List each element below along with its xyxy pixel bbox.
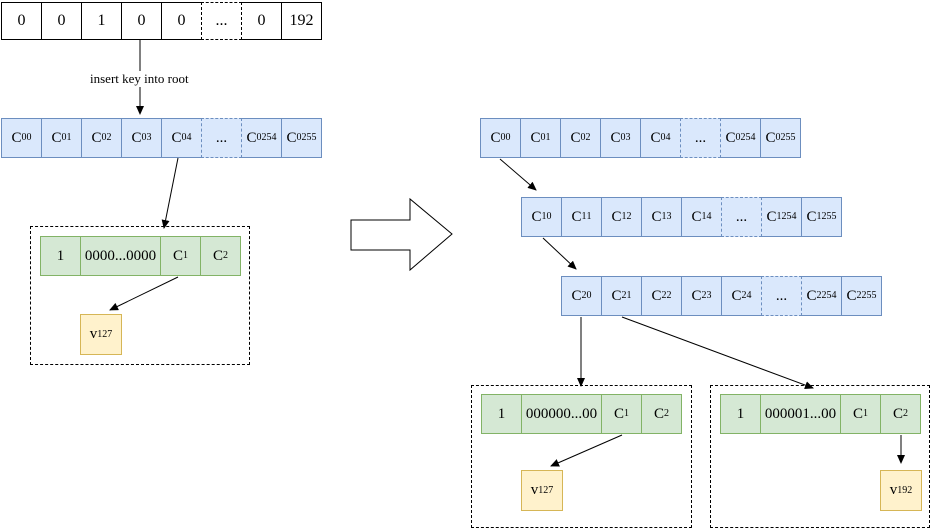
arrow-root-to-left-leaf — [161, 157, 179, 229]
right-leaf2-cell-0: 1 — [720, 394, 761, 434]
left-root-cell-5: ... — [201, 118, 242, 158]
key-byte-cell-5: ... — [201, 2, 242, 40]
right-leaf1-cell-1: 000000...00 — [521, 394, 602, 434]
key-byte-cell-3: 0 — [121, 2, 162, 40]
right-level2-cell-5: ... — [761, 276, 802, 316]
left-leaf-cell-1: 0000...0000 — [80, 236, 161, 276]
right-leaf2-cell-1: 000001...00 — [760, 394, 841, 434]
right-leaf1-cell-0: 1 — [481, 394, 522, 434]
right-level0-cell-5: ... — [680, 118, 721, 158]
arrow-c00-to-level1 — [499, 158, 537, 191]
arrow-c21-to-leaf2 — [621, 316, 814, 389]
key-byte-cell-6: 0 — [241, 2, 282, 40]
key-byte-cell-2: 1 — [81, 2, 122, 40]
right-level1-cell-5: ... — [721, 197, 762, 237]
left-leaf-container — [30, 226, 250, 365]
transform-arrow — [350, 197, 453, 272]
right-leaf2-container — [710, 385, 930, 528]
key-byte-cell-4: 0 — [161, 2, 202, 40]
key-byte-cell-7: 192 — [281, 2, 322, 40]
arrow-c10-to-level2 — [542, 237, 577, 270]
key-byte-cell-1: 0 — [41, 2, 82, 40]
insert-key-label: insert key into root — [87, 71, 192, 87]
left-leaf-cell-0: 1 — [40, 236, 81, 276]
key-byte-cell-0: 0 — [1, 2, 42, 40]
